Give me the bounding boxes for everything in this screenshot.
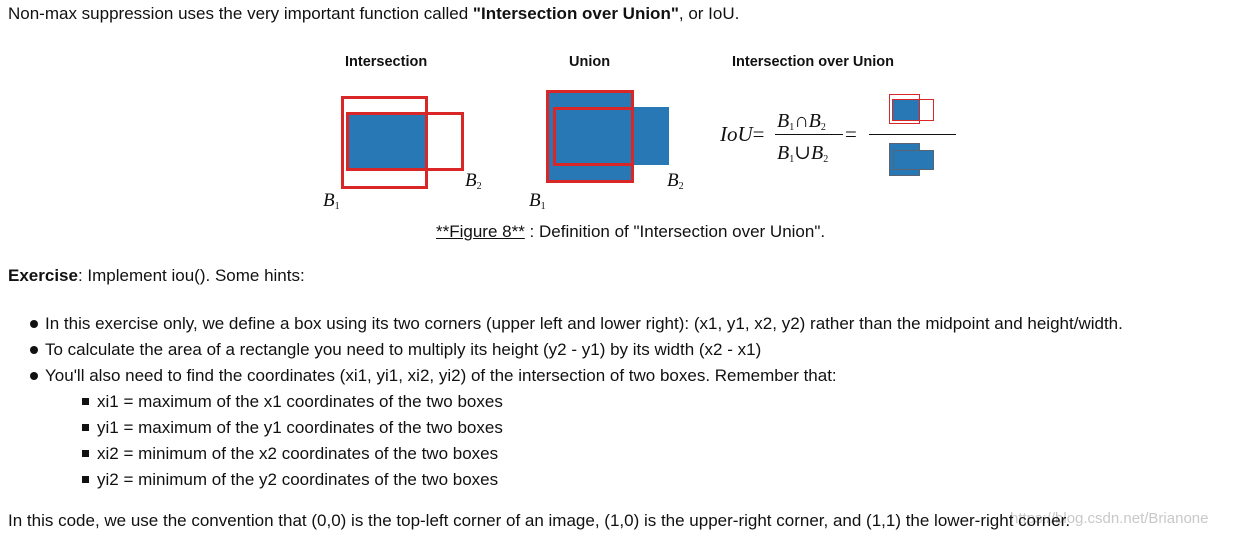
- box-b2-union: [553, 107, 634, 166]
- mini-union-b2: [893, 150, 934, 170]
- box-b1-intersection: [341, 96, 428, 189]
- box-b2-intersection: [346, 112, 464, 171]
- label-union: Union: [569, 54, 611, 70]
- union-area-b2: [553, 107, 669, 165]
- intersection-area: [349, 113, 426, 170]
- formula-denominator: B1∪B2: [777, 142, 829, 165]
- formula-equals: =: [845, 122, 857, 146]
- b1-label-union: B1: [529, 190, 546, 212]
- mini-intersection-fill: [893, 99, 919, 121]
- intro-suffix: , or IoU.: [678, 4, 740, 23]
- caption-text: : Definition of "Intersection over Union…: [524, 222, 826, 241]
- intro-bold-term: "Intersection over Union": [472, 4, 679, 23]
- sub-list-item: xi1 = maximum of the x1 coordinates of t…: [81, 389, 1123, 415]
- label-intersection: Intersection: [345, 54, 428, 70]
- figure-reference: **Figure 8**: [436, 222, 525, 241]
- formula-fraction-line: [775, 134, 843, 136]
- icon-fraction-line: [869, 134, 956, 136]
- convention-paragraph: In this code, we use the convention that…: [8, 511, 1071, 530]
- list-item-text: You'll also need to find the coordinates…: [45, 366, 837, 385]
- list-item: To calculate the area of a rectangle you…: [25, 337, 1123, 363]
- b2-label-intersection: B2: [465, 170, 482, 192]
- sub-list-item: yi2 = minimum of the y2 coordinates of t…: [81, 467, 1123, 493]
- b2-label-union: B2: [667, 170, 684, 192]
- sub-list-item: yi1 = maximum of the y1 coordinates of t…: [81, 415, 1123, 441]
- subhints-list: xi1 = maximum of the x1 coordinates of t…: [45, 389, 1123, 493]
- mini-intersection-b1: [889, 94, 920, 124]
- hints-list: In this exercise only, we define a box u…: [25, 311, 1123, 493]
- label-iou: Intersection over Union: [732, 54, 894, 70]
- mini-intersection-b2: [892, 99, 934, 121]
- watermark: https://blog.csdn.net/Brianone: [1010, 510, 1209, 527]
- exercise-label: Exercise: [8, 266, 78, 285]
- list-item: In this exercise only, we define a box u…: [25, 311, 1123, 337]
- exercise-paragraph: Exercise: Implement iou(). Some hints:: [8, 266, 305, 286]
- list-item: You'll also need to find the coordinates…: [25, 363, 1123, 493]
- b1-label-intersection: B1: [323, 190, 340, 212]
- sub-list-item: xi2 = minimum of the x2 coordinates of t…: [81, 441, 1123, 467]
- exercise-text: : Implement iou(). Some hints:: [77, 266, 305, 285]
- iou-symbol: IoU=: [720, 122, 765, 146]
- formula-numerator: B1∩B2: [777, 110, 826, 133]
- figure-caption: **Figure 8** : Definition of "Intersecti…: [436, 222, 825, 242]
- intro-text: Non-max suppression uses the very import…: [8, 4, 473, 23]
- intro-paragraph: Non-max suppression uses the very import…: [8, 4, 739, 24]
